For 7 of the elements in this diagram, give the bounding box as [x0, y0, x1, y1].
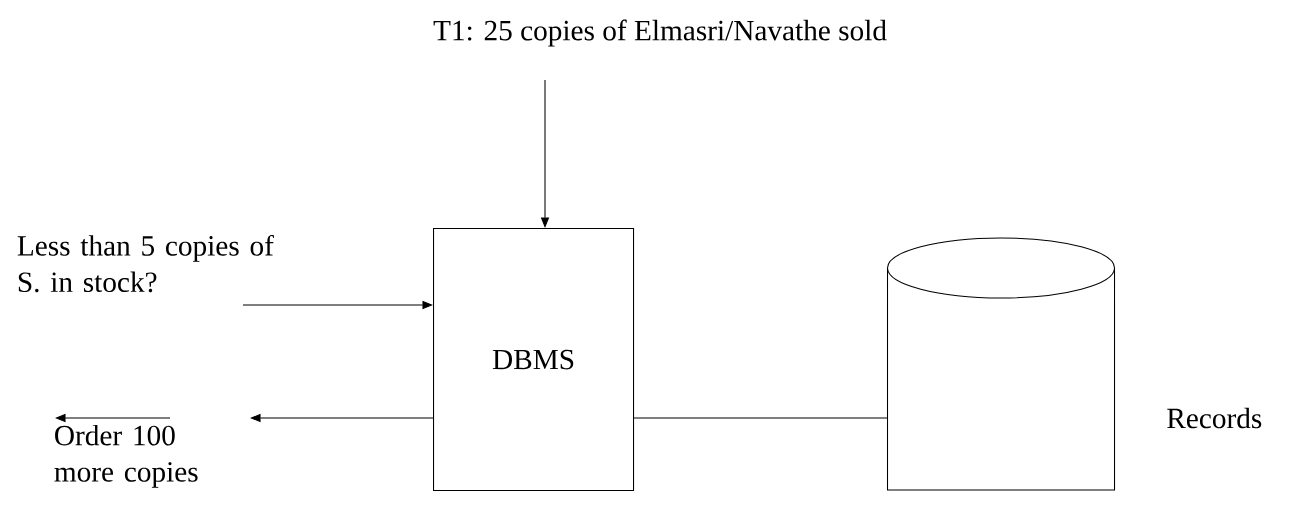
label-text: Order 100 more copies	[54, 424, 198, 488]
label-text: T1: 25 copies of Elmasri/Navathe sold	[433, 19, 887, 47]
label-text: Less than 5 copies of S. in stock?	[17, 234, 274, 293]
connector-line	[633, 417, 888, 419]
process-box: DBMS	[433, 228, 635, 492]
label-text: Records	[1167, 407, 1262, 429]
database-cylinder	[887, 237, 1116, 491]
